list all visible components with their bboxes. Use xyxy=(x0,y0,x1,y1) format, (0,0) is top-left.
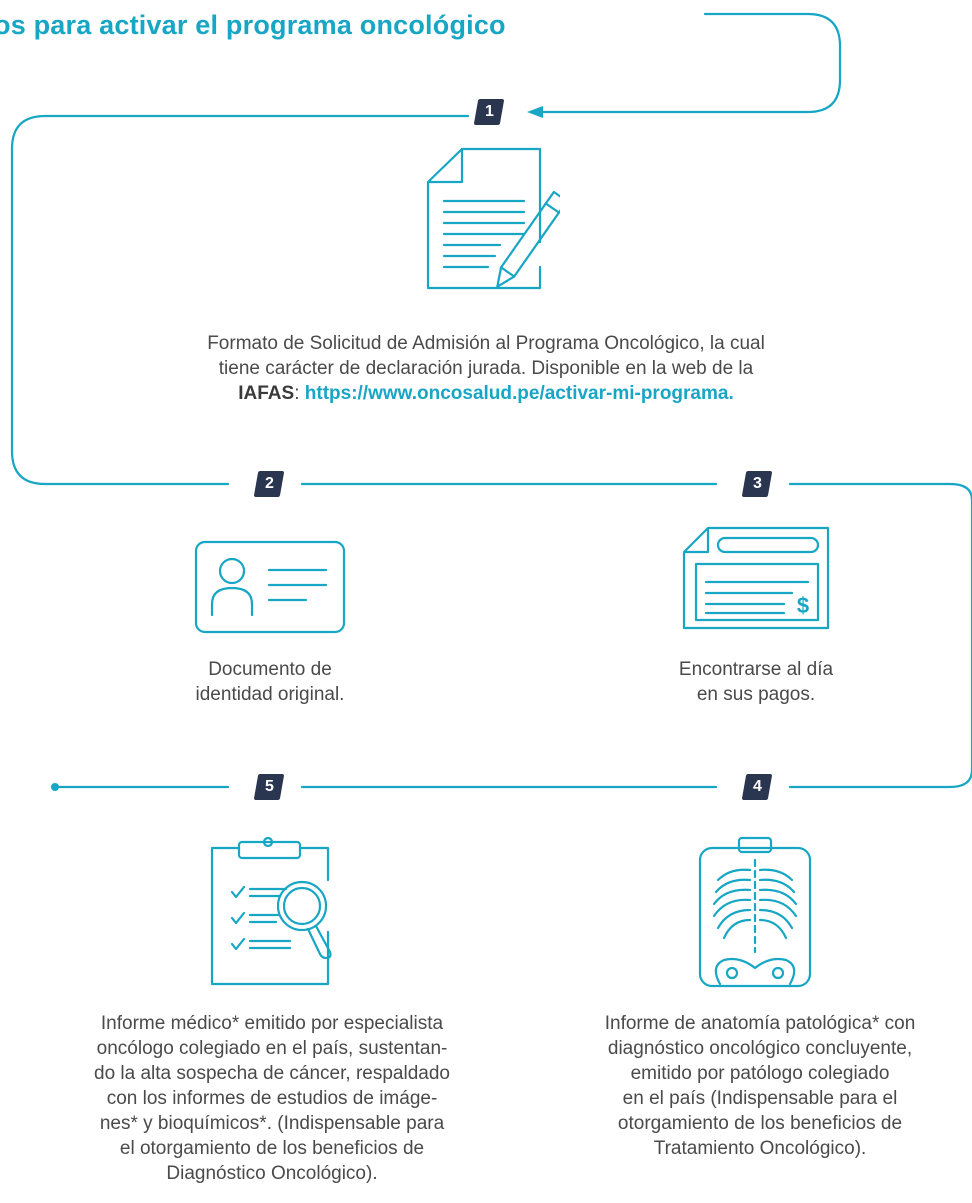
page-title: os para activar el programa oncológico xyxy=(0,10,506,40)
xray-clipboard-icon xyxy=(698,836,812,988)
step-2-description: Documento de identidad original. xyxy=(195,659,345,705)
step-1-description: Formato de Solicitud de Admisión al Prog… xyxy=(207,333,765,404)
payment-check-icon: $ xyxy=(682,526,830,630)
document-pen-icon xyxy=(426,147,560,290)
step-3-description: Encontrarse al día en sus pagos. xyxy=(678,659,834,705)
end-dot xyxy=(51,783,59,791)
step-4-badge: 4 xyxy=(741,774,773,800)
step-5-badge: 5 xyxy=(253,774,285,800)
program-activation-link[interactable]: https://www.oncosalud.pe/activar-mi-prog… xyxy=(304,383,734,404)
step-4-description: Informe de anatomía patológica* con diag… xyxy=(604,1013,916,1159)
step-1-badge: 1 xyxy=(473,99,505,125)
svg-text:$: $ xyxy=(797,593,809,618)
iafas-label: IAFAS xyxy=(238,383,295,404)
step-3-badge: 3 xyxy=(741,471,773,497)
checklist-magnifier-icon xyxy=(210,836,332,986)
id-card-icon xyxy=(194,540,346,634)
step-5-description: Informe médico* emitido por especialista… xyxy=(94,1013,450,1184)
step-2-badge: 2 xyxy=(253,471,285,497)
